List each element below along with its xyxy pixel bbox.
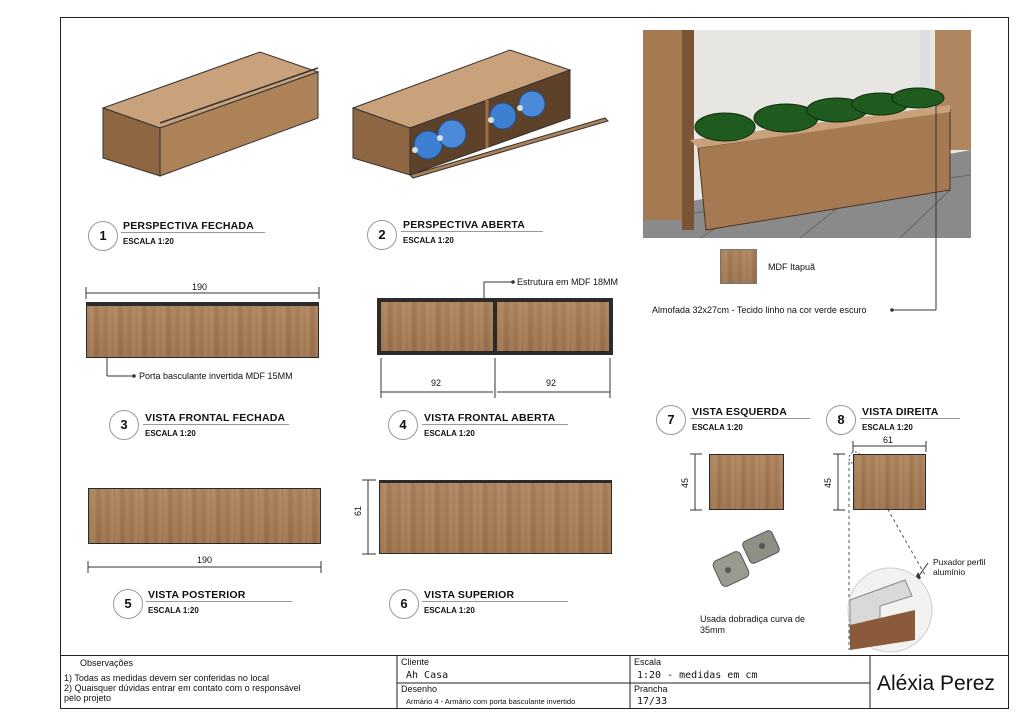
obs-1: 1) Todas as medidas devem ser conferidas… [64, 673, 269, 683]
view-title-1: PERSPECTIVA FECHADA [123, 220, 254, 232]
hinge-label: Usada dobradiça curva de 35mm [700, 614, 806, 635]
view-number-2: 2 [367, 220, 397, 250]
front-open-right-width: 92 [546, 378, 557, 388]
material-label: MDF Itapuã [768, 262, 816, 272]
author-name: Aléxia Perez [877, 672, 995, 695]
view-title-8: VISTA DIREITA [862, 406, 939, 418]
view-title-2: PERSPECTIVA ABERTA [403, 219, 526, 231]
view-scale-5: ESCALA 1:20 [148, 606, 199, 615]
front-closed-panel [86, 302, 319, 358]
right-side-depth: 61 [883, 435, 894, 445]
view-scale-7: ESCALA 1:20 [692, 423, 743, 432]
front-closed-width: 190 [192, 282, 208, 292]
view-number-8: 8 [826, 405, 856, 435]
sheet-value: 17/33 [637, 696, 668, 707]
right-side-panel [853, 454, 926, 510]
drawing-label: Desenho [401, 684, 438, 694]
view-scale-3: ESCALA 1:20 [145, 429, 196, 438]
drawing-sheet [60, 17, 1009, 709]
title-block [60, 655, 1009, 710]
structure-label: Estrutura em MDF 18MM [517, 277, 619, 287]
front-open-left-width: 92 [431, 378, 442, 388]
view-scale-8: ESCALA 1:20 [862, 423, 913, 432]
view-title-3: VISTA FRONTAL FECHADA [145, 412, 286, 424]
door-label: Porta basculante invertida MDF 15MM [139, 371, 293, 381]
scale-label: Escala [634, 657, 662, 667]
view-number-1: 1 [88, 221, 118, 251]
scale-value: 1:20 - medidas em cm [637, 670, 758, 681]
view-title-7: VISTA ESQUERDA [692, 406, 787, 418]
view-number-5: 5 [113, 589, 143, 619]
view-scale-6: ESCALA 1:20 [424, 606, 475, 615]
view-number-4: 4 [388, 410, 418, 440]
cushion-label: Almofada 32x27cm - Tecido linho na cor v… [652, 305, 867, 315]
view-number-6: 6 [389, 589, 419, 619]
sheet-label: Prancha [634, 684, 668, 694]
view-number-7: 7 [656, 405, 686, 435]
view-scale-4: ESCALA 1:20 [424, 429, 475, 438]
view-title-5: VISTA POSTERIOR [148, 589, 246, 601]
left-side-panel [709, 454, 784, 510]
obs-2: 2) Quaisquer dúvidas entrar em contato c… [64, 683, 301, 693]
rear-width: 190 [197, 555, 213, 565]
view-scale-1: ESCALA 1:20 [123, 237, 174, 246]
obs-2b: pelo projeto [64, 693, 112, 703]
front-open-right-cell [496, 301, 610, 352]
material-swatch [720, 249, 757, 284]
client-value: Ah Casa [406, 670, 449, 681]
front-open-left-cell [380, 301, 494, 352]
top-panel [379, 480, 612, 554]
drawing-value: Armário 4 - Armário com porta basculante… [406, 697, 576, 706]
view-title-6: VISTA SUPERIOR [424, 589, 515, 601]
handle-label: Puxador perfil alumínio [933, 557, 986, 577]
view-title-4: VISTA FRONTAL ABERTA [424, 412, 556, 424]
rear-panel [88, 488, 321, 544]
obs-label: Observações [80, 658, 134, 668]
view-number-3: 3 [109, 410, 139, 440]
client-label: Cliente [401, 657, 430, 667]
view-scale-2: ESCALA 1:20 [403, 236, 454, 245]
